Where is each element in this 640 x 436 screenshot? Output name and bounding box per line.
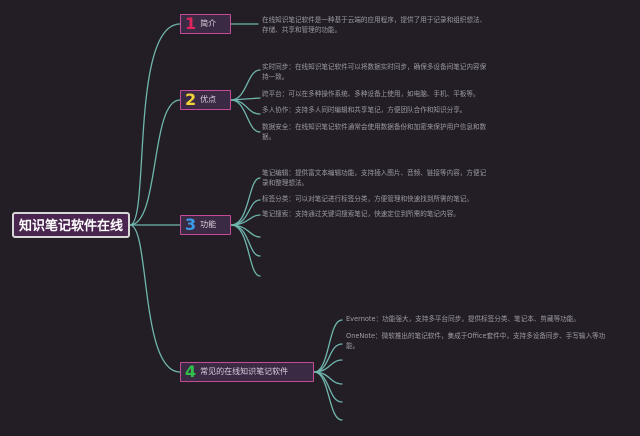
connector-root-branch-4 [129,224,181,373]
branch-label: 简介 [200,19,217,28]
note-advantage-sync: 实时同步：在线知识笔记软件可以将数据实时同步，确保多设备间笔记内容保持一致。 [262,63,487,81]
root-title: 知识笔记软件在线 [18,219,123,234]
connector-branch-2-note-1 [230,69,261,101]
connector-branch-3-empty-3 [230,224,261,277]
connector-root-branch-1 [129,23,181,226]
connector-branch-3-note-1 [230,177,261,226]
branch-number: 1 [185,14,197,33]
connector-branch-2-note-3 [230,99,261,115]
branch-node-software[interactable]: 4 常见的在线知识笔记软件 [180,362,314,382]
note-advantage-platform: 跨平台：可以在多种操作系统、多种设备上使用，如电脑、手机、平板等。 [262,90,480,98]
connector-branch-2-note-4 [230,99,261,133]
note-advantage-security: 数据安全：在线知识笔记软件通常会使用数据备份和加密来保护用户信息和数据。 [262,123,487,141]
branch-number: 2 [185,90,197,109]
connector-root-branch-2 [129,99,181,226]
branch-node-advantages[interactable]: 2 优点 [180,90,231,110]
note-intro: 在线知识笔记软件是一种基于云端的应用程序，提供了用于记录和组织想法、存储、共享和… [262,16,487,34]
connector-branch-2-note-2 [230,97,261,101]
connector-branch-4-note-1 [313,319,343,373]
note-feature-edit: 笔记编辑：提供富文本编辑功能，支持插入图片、音频、链接等内容，方便记录和整理想法… [262,169,487,187]
root-node[interactable]: 知识笔记软件在线 [12,212,130,238]
note-feature-tags: 标签分类：可以对笔记进行标签分类，方便管理和快速找到所需的笔记。 [262,195,473,203]
branch-number: 4 [185,362,197,381]
branch-node-intro[interactable]: 1 简介 [180,14,231,34]
branch-label: 功能 [200,220,217,229]
branch-number: 3 [185,215,197,234]
branch-label: 优点 [200,95,217,104]
note-feature-search: 笔记搜索：支持通过关键词搜索笔记，快速定位到所需的笔记内容。 [262,210,460,218]
branch-node-features[interactable]: 3 功能 [180,215,231,235]
note-software-onenote: OneNote：微软推出的笔记软件，集成于Office套件中，支持多设备同步、手… [346,332,606,350]
branch-label: 常见的在线知识笔记软件 [200,367,289,376]
note-software-evernote: Evernote：功能强大，支持多平台同步，提供标签分类、笔记本、剪藏等功能。 [346,315,580,323]
connector-branch-4-empty-4 [313,371,343,421]
note-advantage-collab: 多人协作：支持多人同时编辑和共享笔记，方便团队合作和知识分享。 [262,106,467,114]
